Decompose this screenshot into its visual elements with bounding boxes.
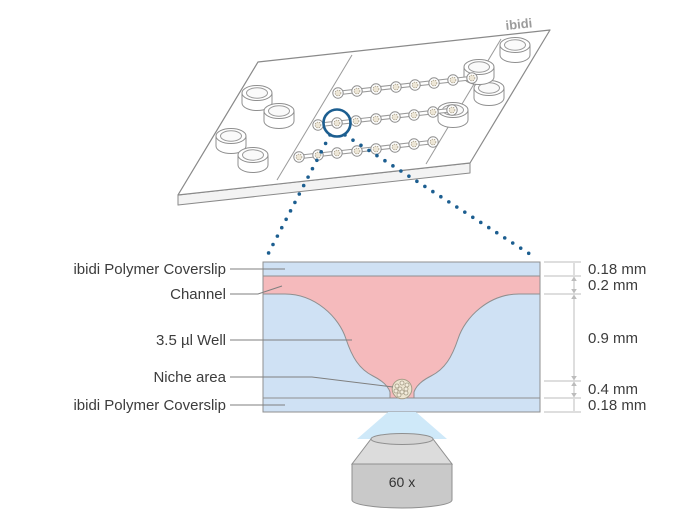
label-niche: Niche area — [153, 369, 226, 386]
zoom-callout-line-left — [264, 133, 332, 260]
objective-magnification-label: 60 x — [389, 474, 415, 490]
slide-top-face — [177, 29, 551, 196]
ibidi-logo: ibidi — [505, 15, 533, 33]
slide-top-view: ibidi — [177, 15, 551, 206]
cross-section: 60 x ibidi Polymer Coverslip Channel 3.5… — [73, 261, 646, 509]
dimension-label-coverslip-bottom: 0.18 mm — [588, 397, 646, 414]
dimension-arrow — [571, 289, 577, 294]
label-well: 3.5 µl Well — [156, 332, 226, 349]
dimension-label-channel: 0.2 mm — [588, 277, 638, 294]
zoom-highlight-circle — [322, 108, 352, 138]
objective-lens: 60 x — [350, 433, 454, 509]
dimension-arrow — [571, 294, 577, 299]
objective-front-lens — [370, 433, 434, 445]
reservoir-well — [263, 103, 295, 129]
dimension-annotations: 0.18 mm 0.2 mm 0.9 mm 0.4 mm 0.18 mm — [544, 261, 646, 414]
label-coverslip-top: ibidi Polymer Coverslip — [73, 261, 226, 278]
slide-divider-left — [276, 54, 353, 181]
leader-niche — [230, 376, 394, 388]
reservoir-well — [237, 147, 269, 173]
niche-spheroid — [391, 378, 413, 400]
dimension-label-well: 0.9 mm — [588, 330, 638, 347]
dimension-arrow — [571, 276, 577, 281]
coverslip-bottom — [262, 397, 541, 413]
label-channel: Channel — [170, 286, 226, 303]
reservoir-well — [499, 37, 531, 63]
label-coverslip-bottom: ibidi Polymer Coverslip — [73, 397, 226, 414]
dimension-label-coverslip-top: 0.18 mm — [588, 261, 646, 278]
objective-barrel — [351, 463, 453, 509]
dimension-arrow — [571, 376, 577, 381]
objective-light-cone — [357, 412, 447, 439]
zoom-callout-line-right — [343, 133, 538, 260]
dimension-label-niche: 0.4 mm — [588, 381, 638, 398]
dimension-arrow — [571, 393, 577, 398]
coverslip-top — [262, 261, 541, 277]
dimension-arrow — [571, 381, 577, 386]
leader-channel — [230, 285, 283, 295]
section-labels: ibidi Polymer Coverslip Channel 3.5 µl W… — [73, 261, 394, 414]
